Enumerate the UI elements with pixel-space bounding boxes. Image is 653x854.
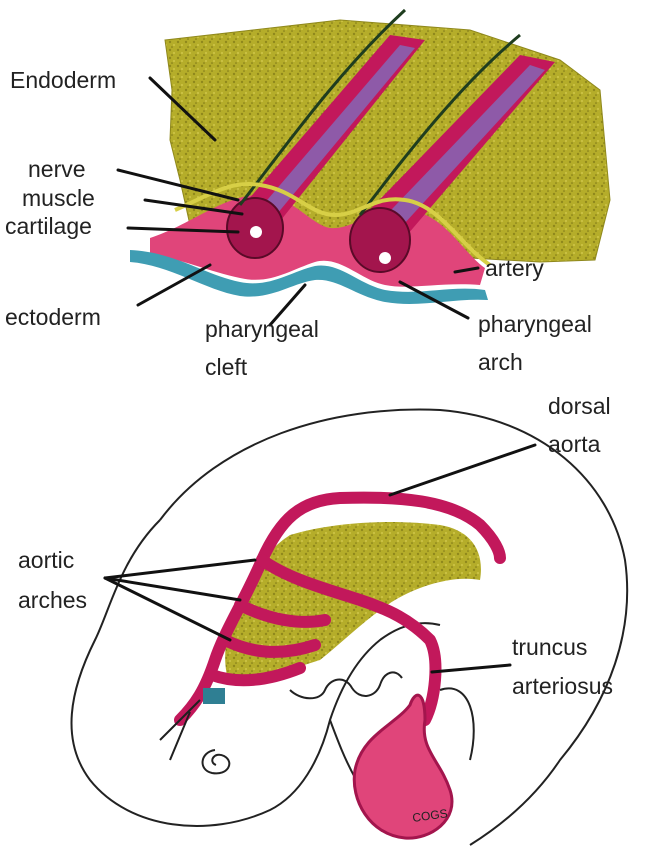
label-cartilage: cartilage xyxy=(5,213,92,239)
label-truncus-line1: truncus xyxy=(512,634,587,660)
pharyngeal-cross-section: Endoderm nerve muscle cartilage artery e… xyxy=(5,10,610,380)
label-aortic-arches-line2: arches xyxy=(18,587,87,613)
label-ectoderm: ectoderm xyxy=(5,304,101,330)
label-truncus-line2: arteriosus xyxy=(512,673,613,699)
leader-dorsal-aorta xyxy=(390,445,535,495)
pharyngeal-pouches xyxy=(290,672,402,698)
label-pharyngeal-arch-line1: pharyngeal xyxy=(478,311,592,337)
leader-truncus xyxy=(432,665,510,672)
ectoderm-patch xyxy=(203,688,225,704)
label-muscle: muscle xyxy=(22,185,95,211)
label-dorsal-aorta-line1: dorsal xyxy=(548,393,611,419)
embryo-aortic-arches: dorsal aorta aortic arches truncus arter… xyxy=(18,393,627,845)
eye-spiral xyxy=(203,750,230,773)
label-endoderm: Endoderm xyxy=(10,67,116,93)
label-pharyngeal-cleft-line1: pharyngeal xyxy=(205,316,319,342)
label-artery: artery xyxy=(485,255,544,281)
label-dorsal-aorta-line2: aorta xyxy=(548,431,601,457)
label-nerve: nerve xyxy=(28,156,86,182)
label-pharyngeal-cleft-line2: cleft xyxy=(205,354,248,380)
label-pharyngeal-arch-line2: arch xyxy=(478,349,523,375)
pericardial-outline xyxy=(440,688,474,760)
label-aortic-arches-line1: aortic xyxy=(18,547,74,573)
